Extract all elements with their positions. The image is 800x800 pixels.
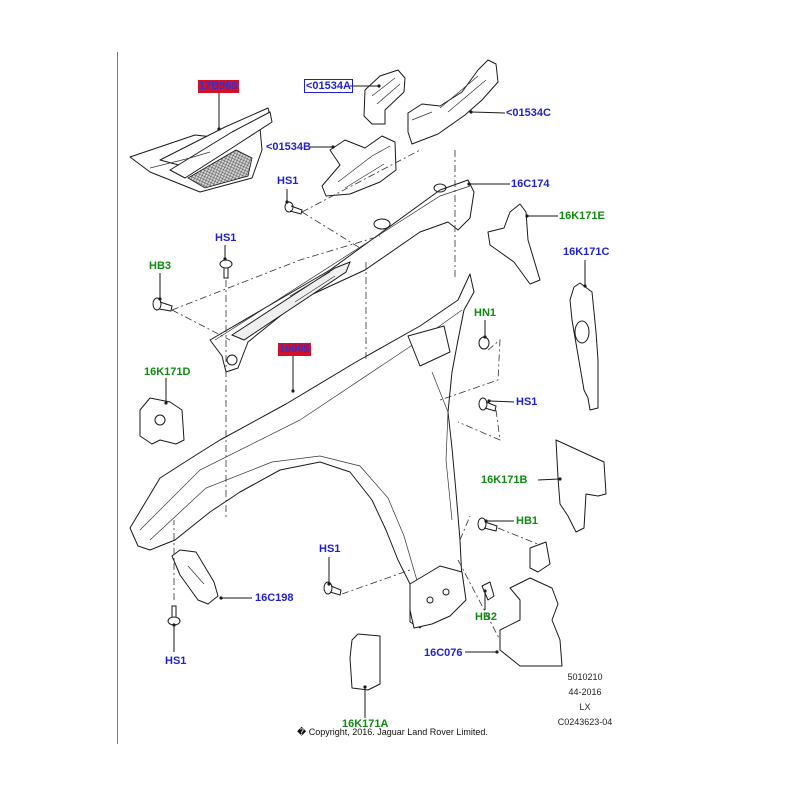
label-HB2[interactable]: HB2 (475, 611, 498, 623)
label-HS1-mid[interactable]: HS1 (319, 543, 341, 555)
part-16K171A-pad[interactable] (349, 633, 381, 691)
fastener-HB2[interactable] (481, 581, 495, 601)
label-16C198[interactable]: 16C198 (255, 592, 294, 604)
reference-illustration-id: C0243623-04 (557, 717, 613, 727)
reference-code: 5010210 (567, 672, 603, 682)
label-HS1-left[interactable]: HS1 (215, 232, 237, 244)
label-16C076[interactable]: 16C076 (424, 647, 463, 659)
label-HS1-bottom[interactable]: HS1 (165, 655, 187, 667)
part-16K171E-seal[interactable] (487, 203, 541, 285)
label-16K171A[interactable]: 16K171A (342, 718, 389, 730)
part-16C174-upper-rail[interactable] (209, 179, 475, 373)
label-16C174[interactable]: 16C174 (511, 178, 550, 190)
fastener-HS1-mid[interactable] (323, 581, 342, 596)
part-01534C-rail[interactable] (407, 59, 499, 145)
part-16K171B-panel[interactable] (555, 439, 607, 533)
frame-border-line (117, 52, 118, 744)
part-16C076-bracket[interactable] (499, 541, 563, 667)
fastener-HS1-right[interactable] (478, 397, 497, 412)
label-16K171C[interactable]: 16K171C (563, 246, 610, 258)
part-16005-apron-frame[interactable] (129, 273, 475, 629)
part-16K171C-panel[interactable] (569, 282, 599, 411)
label-01534B[interactable]: <01534B (266, 141, 311, 153)
reference-block: 5010210 44-2016 LX C0243623-04 (545, 670, 625, 730)
fastener-HN1[interactable] (478, 336, 490, 350)
part-16C198-bracket[interactable] (171, 549, 219, 605)
label-16K171E[interactable]: 16K171E (559, 210, 605, 222)
part-01534A-bracket[interactable] (363, 69, 406, 125)
label-01534C[interactable]: <01534C (506, 107, 551, 119)
label-HS1-right[interactable]: HS1 (516, 396, 538, 408)
fastener-HS1-top[interactable] (284, 201, 303, 215)
leader-lines (158, 84, 587, 718)
copyright-notice: � Copyright, 2016. Jaguar Land Rover Lim… (297, 727, 488, 737)
part-16K171D-block[interactable] (139, 397, 185, 445)
label-HB1[interactable]: HB1 (516, 515, 539, 527)
fastener-HS1-bottom[interactable] (167, 605, 181, 626)
label-16K171B[interactable]: 16K171B (481, 474, 528, 486)
part-17B968-vent[interactable] (129, 107, 273, 193)
label-HB3[interactable]: HB3 (149, 260, 172, 272)
assembly-dash-lines (171, 149, 541, 641)
label-16K171D[interactable]: 16K171D (144, 366, 191, 378)
label-HN1[interactable]: HN1 (474, 307, 497, 319)
fastener-HB3[interactable] (152, 297, 173, 312)
reference-model: LX (579, 702, 591, 712)
label-HS1-top[interactable]: HS1 (277, 175, 299, 187)
fastener-HS1-left[interactable] (219, 259, 233, 279)
part-01534B-bracket[interactable] (321, 135, 397, 197)
reference-date: 44-2016 (568, 687, 602, 697)
label-16005[interactable]: 16005 (278, 343, 311, 356)
fastener-HB1[interactable] (477, 517, 498, 532)
label-01534A[interactable]: <01534A (304, 79, 353, 93)
part-lower-apron-bracket (409, 565, 467, 629)
label-17B968[interactable]: 17B968 (198, 80, 239, 93)
